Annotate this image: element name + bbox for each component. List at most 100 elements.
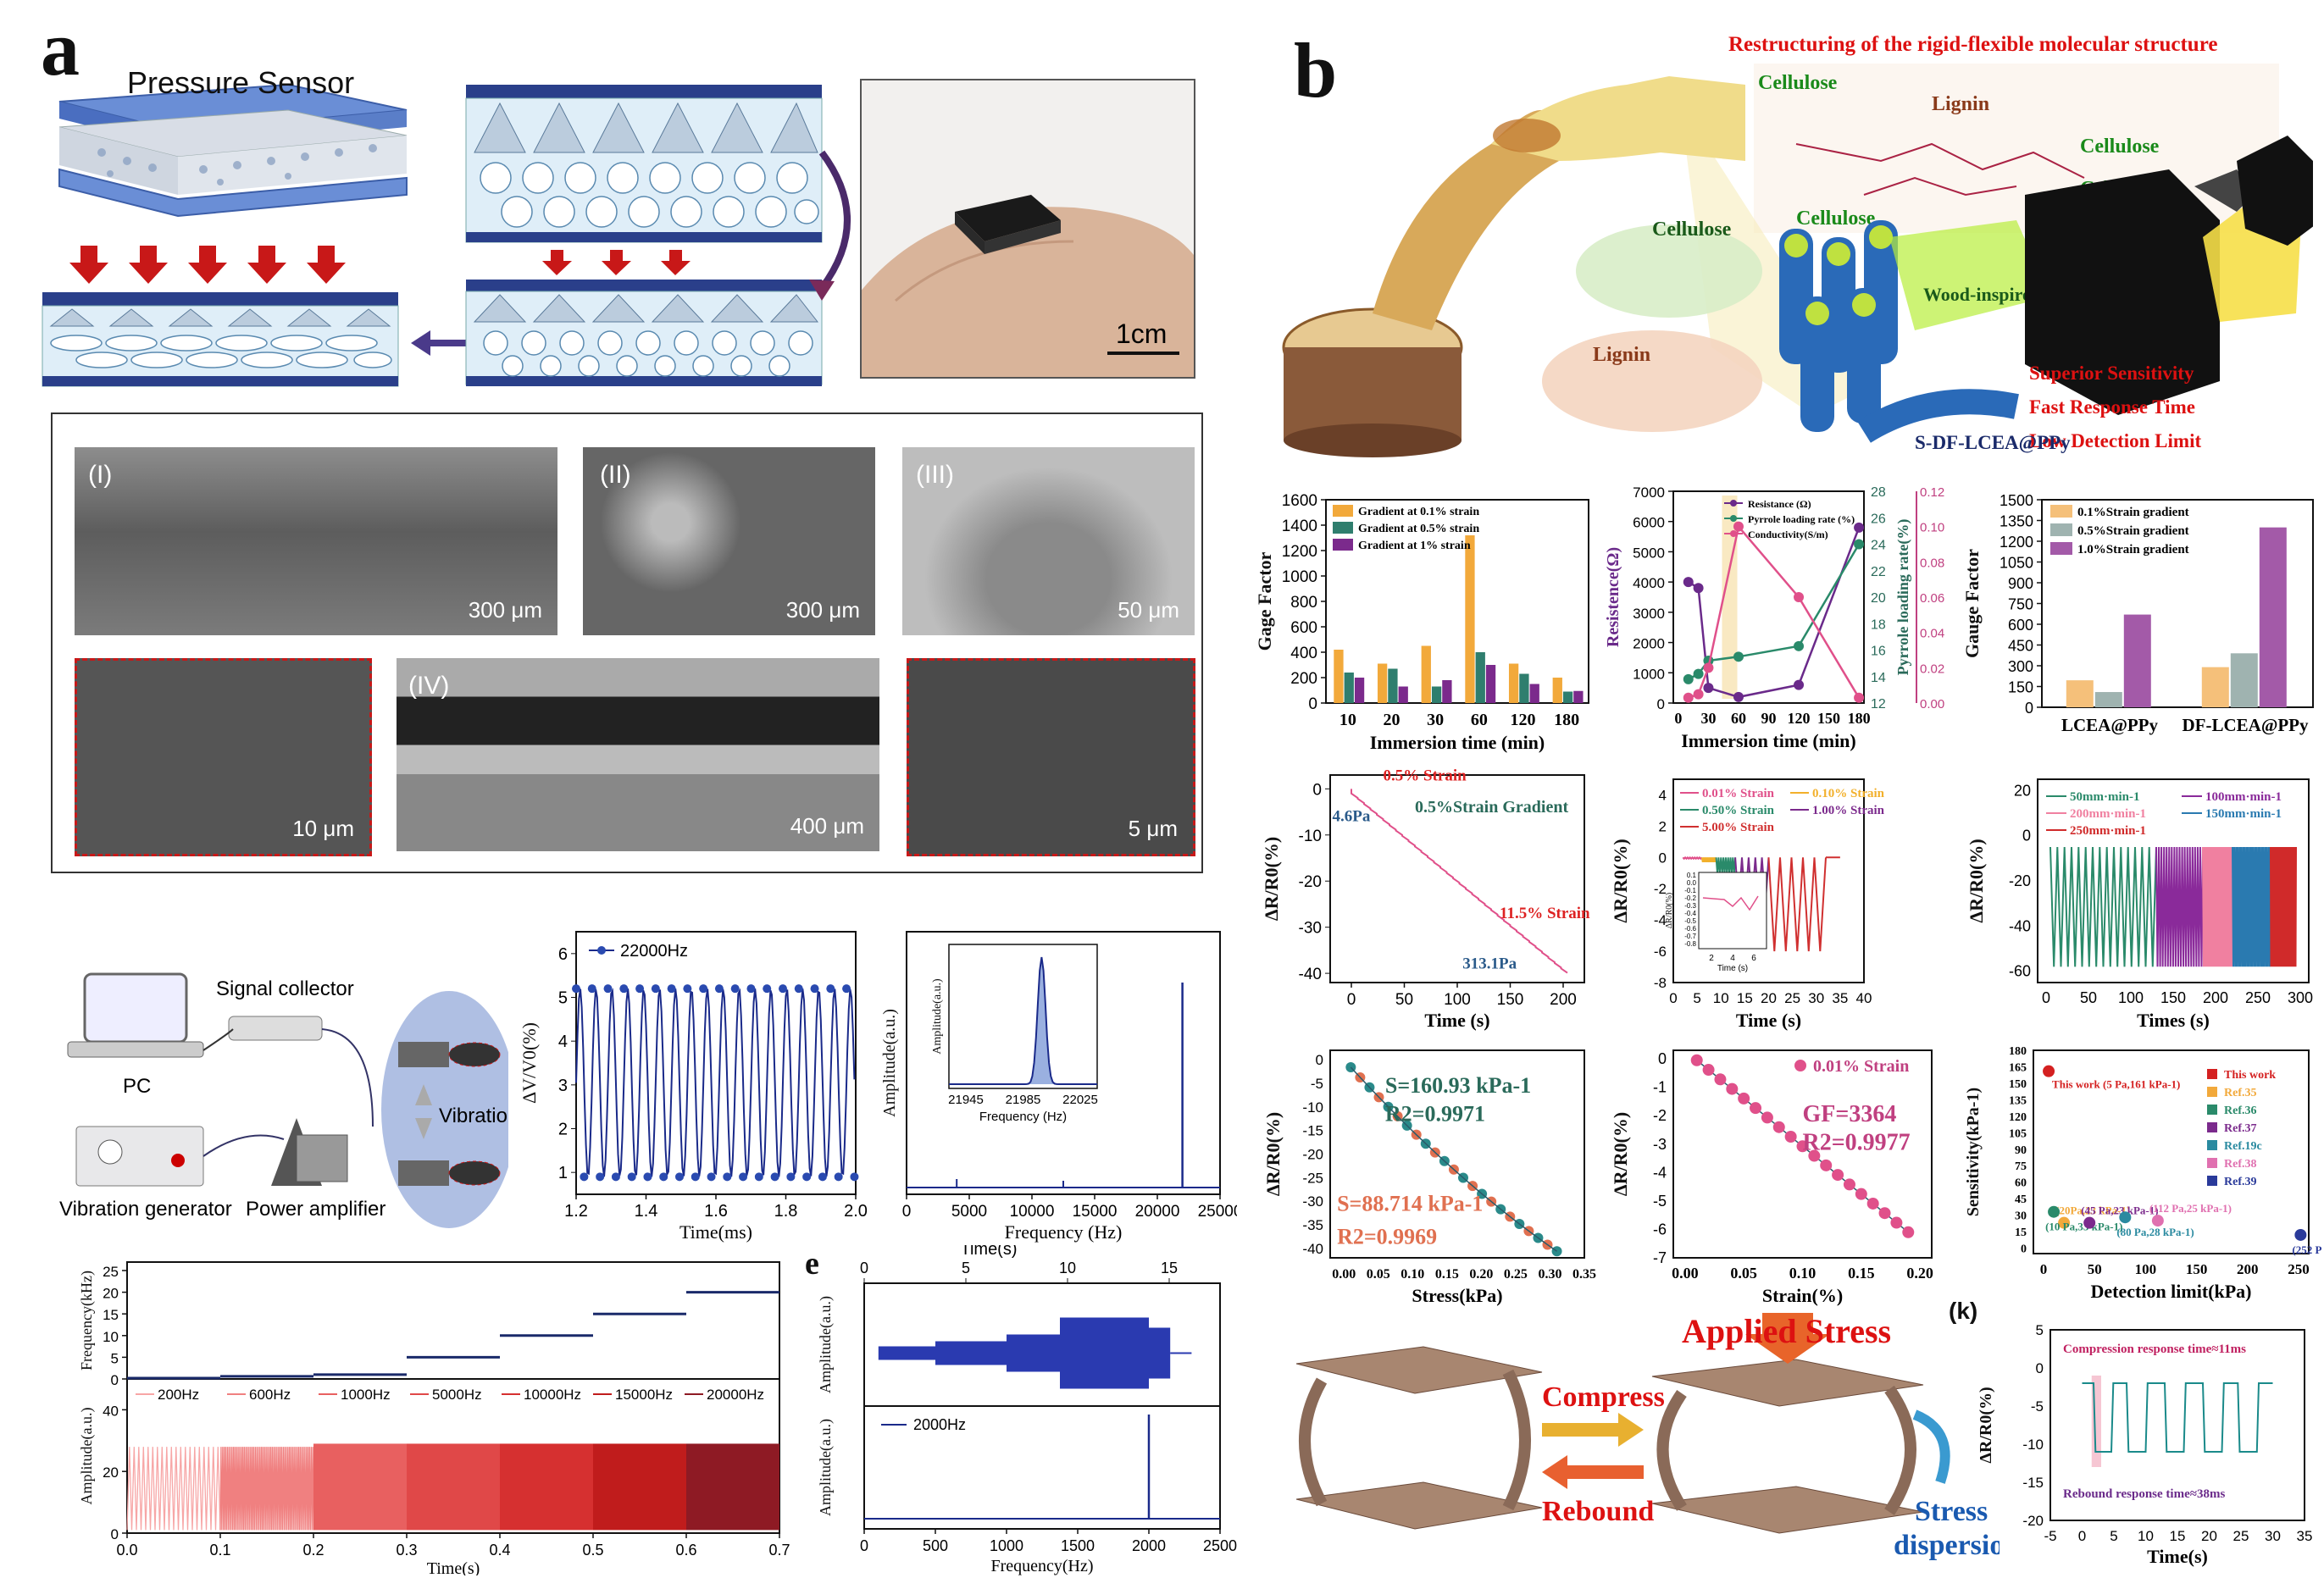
y-tick-label: -4 [1653,1164,1667,1181]
x-tick-label: 50 [2080,989,2097,1006]
dispersion-label: dispersion [1894,1530,2000,1561]
y-tick-label: 20 [2014,782,2031,799]
y-tick-label: -15 [2022,1475,2044,1491]
point-label: (45 Pa,23 kPa-1) [2081,1204,2158,1217]
data-point [1902,1226,1915,1238]
y-axis-label: ΔR/R0(%) [1262,1112,1284,1196]
bar [1377,663,1388,703]
y-tick-label: 0 [111,1372,119,1388]
x-tick-label: 10 [2138,1528,2154,1544]
series-line [1688,523,1861,699]
pressure-sensor-label: Pressure Sensor [127,65,354,100]
annotation: S=88.714 kPa-1 [1337,1191,1483,1215]
y-tick-label: -6 [1653,1221,1667,1237]
inset-x-label: Frequency (Hz) [979,1110,1067,1124]
x-tick-label: 5000 [951,1203,987,1221]
annotation: 0.5% Strain [1384,767,1467,784]
inset-y-tick-label: 0.1 [1687,872,1697,879]
y-tick-label: 1500 [2000,492,2033,509]
data-point [659,1172,668,1182]
data-point [2119,1211,2132,1224]
top-tick-label: 15 [1161,1260,1178,1276]
y-tick-label: 4 [1659,787,1667,803]
amplitude-signal [686,1443,779,1531]
y-tick-label: 20 [103,1464,119,1481]
data-point [1683,673,1694,684]
vibration-setup-schematic: PC Signal collector Vibration generator … [59,972,508,1228]
data-point [1832,1169,1844,1182]
pressure-sensor-schematic: Pressure Sensor [42,65,851,387]
pressure-arrows [69,246,346,284]
data-point [2083,1216,2096,1229]
x-tick-label: 100 [2118,989,2144,1006]
legend-label: 0.50% Strain [1702,804,1775,817]
x-tick-label: 1.8 [774,1202,798,1221]
y-tick-label: 400 [1290,645,1317,662]
y-tick-label: 5 [111,1350,119,1366]
legend-label: 22000Hz [620,942,688,961]
response-signal [2082,1382,2273,1453]
plot-frame [906,931,1221,1195]
y-right-tick-label: 26 [1871,512,1886,526]
data-point [794,984,803,994]
data-point [699,984,708,994]
y-tick-label: 750 [2008,596,2033,613]
legend-label: 10000Hz [524,1387,581,1403]
y-tick-label: 1000 [1633,666,1665,682]
y-right-tick-label: 28 [1871,485,1886,500]
inset-y-tick-label: -0.4 [1684,910,1696,917]
y-tick-label: -20 [1302,1147,1323,1163]
inset-y-tick-label: -0.2 [1684,894,1696,902]
x-tick-label: 120 [1511,711,1536,729]
stress-label: Stress [1915,1496,1988,1527]
point-label: This work (5 Pa,161 kPa-1) [2052,1078,2180,1091]
y-tick-label: -5 [2031,1398,2044,1415]
y-tick-label: 105 [2009,1127,2027,1140]
legend-label: 600Hz [249,1387,291,1403]
y-tick-label: 600 [2008,617,2033,634]
cellulose-bubble [1576,224,1762,318]
power-amplifier-label: Power amplifier [246,1198,385,1221]
svg-text:Cellulose: Cellulose [1796,208,1876,230]
x-tick-label: 0 [2078,1528,2086,1544]
data-point [2048,1205,2061,1218]
medium-cross-section [465,280,823,386]
x-tick-label: 5 [2110,1528,2117,1544]
envelope-block [878,1346,935,1360]
wood-inspired-arrow [1889,220,2050,330]
honeycomb-unit [2237,136,2313,246]
inset-x-tick-label: 22025 [1062,1093,1098,1107]
annotation: 0.5%Strain Gradient [1415,798,1568,817]
x-axis-label: Time (s) [1736,1010,1801,1031]
data-point [1854,522,1865,533]
inset-x-tick-label: 21945 [948,1093,984,1107]
y-right-tick-label: 12 [1871,697,1886,711]
inset-x-label: Time (s) [1717,964,1748,973]
y-tick-label: 1200 [1282,543,1317,561]
annotation: S=160.93 kPa-1 [1385,1073,1531,1098]
x-tick-label: 0.0 [116,1542,137,1559]
data-point [1683,692,1694,703]
data-point [1733,651,1744,662]
data-point [1866,1197,1879,1210]
data-point [691,1172,700,1182]
sem-image-zoom-left: 10 μm [75,658,372,856]
bar [1562,691,1573,703]
data-point [1761,1111,1773,1124]
y-tick-label: -20 [1299,873,1322,891]
y-tick-label: 150 [2008,679,2033,696]
y-tick-label: 0 [2021,1243,2027,1256]
x-axis-label: Time(s) [2147,1546,2208,1567]
y-axis-label: Amplitude(a.u.) [817,1296,835,1393]
legend-swatch [2050,505,2072,518]
legend-swatch [1333,539,1353,551]
x-tick-label: 180 [1848,710,1871,727]
top-tick-label: 10 [1059,1260,1076,1276]
y-tick-label: 0 [1657,696,1665,712]
y-right-tick-label: 16 [1871,645,1886,659]
bar [2066,680,2094,707]
x-tick-label: 0 [1347,991,1356,1009]
